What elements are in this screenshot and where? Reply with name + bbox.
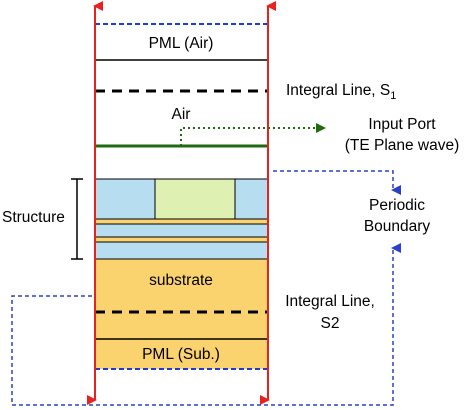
structure-layers bbox=[94, 178, 269, 260]
structure-layer-2 bbox=[94, 223, 269, 238]
structure-bracket bbox=[71, 178, 83, 260]
integral-line-s1-text: Integral Line, S bbox=[286, 82, 390, 99]
periodic-link-right bbox=[273, 170, 401, 195]
integral-line-s2-label-line1: Integral Line, bbox=[285, 293, 375, 310]
input-port-label-line2: (TE Plane wave) bbox=[345, 137, 460, 154]
structure-top-left-block bbox=[94, 178, 156, 220]
structure-top-center-block bbox=[154, 178, 236, 220]
pml-sub-label: PML (Sub.) bbox=[142, 346, 220, 363]
structure-layer-4 bbox=[94, 241, 269, 260]
periodic-link-left bbox=[11, 243, 401, 406]
integral-line-s1-subscript: 1 bbox=[390, 90, 396, 102]
structure-layer-3 bbox=[94, 236, 269, 243]
integral-line-s2-label-line2: S2 bbox=[321, 315, 340, 332]
substrate-region bbox=[95, 259, 268, 369]
integral-line-s1-label: Integral Line, S1 bbox=[286, 82, 396, 102]
structure-top-right-block bbox=[234, 178, 269, 220]
input-port-arrow bbox=[180, 123, 326, 146]
pml-air-label: PML (Air) bbox=[149, 35, 214, 52]
structure-layer-1 bbox=[94, 218, 269, 225]
structure-label: Structure bbox=[2, 209, 65, 226]
substrate-label: substrate bbox=[149, 272, 213, 289]
periodic-boundary-label-line1: Periodic bbox=[369, 197, 425, 214]
periodic-boundary-label-line2: Boundary bbox=[364, 218, 431, 235]
input-port-label-line1: Input Port bbox=[368, 116, 436, 133]
air-label: Air bbox=[172, 106, 191, 123]
